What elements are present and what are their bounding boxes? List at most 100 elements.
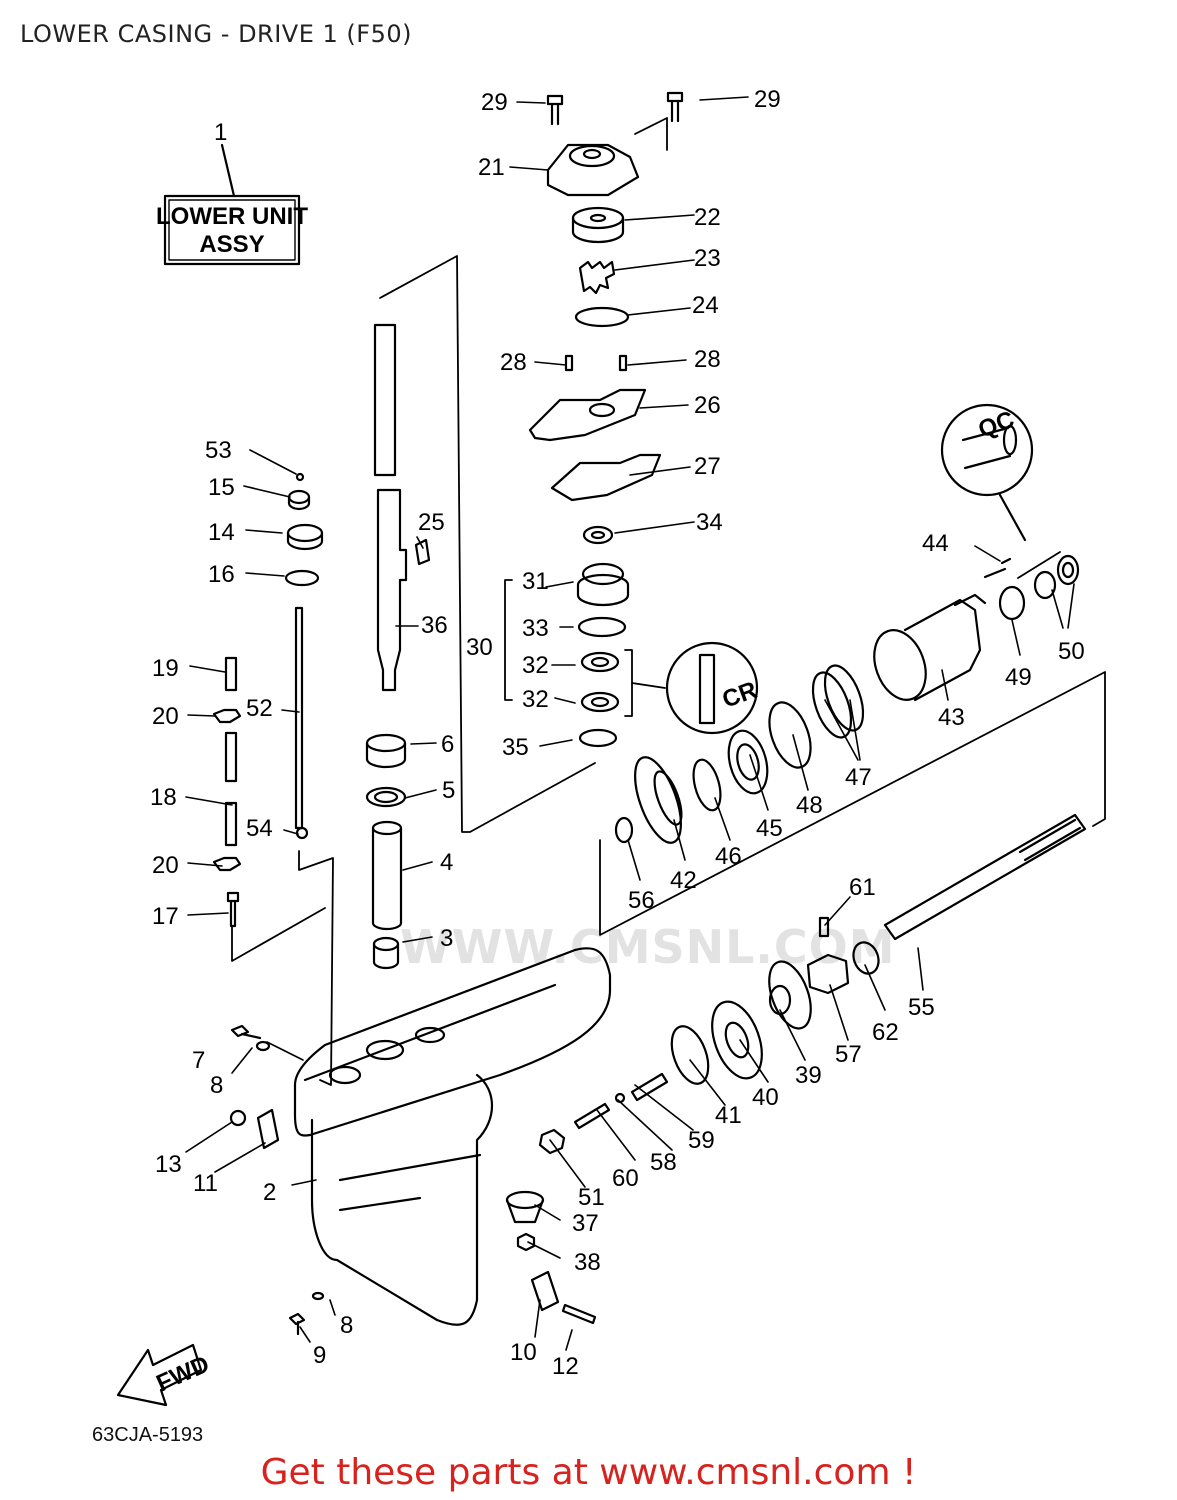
callout-p8b[interactable]: 8 — [340, 1312, 353, 1339]
callout-p18[interactable]: 18 — [150, 784, 177, 811]
callout-p19[interactable]: 19 — [152, 655, 179, 682]
bearing-45 — [727, 729, 769, 795]
bearing-40 — [711, 1000, 763, 1080]
gasket — [574, 306, 630, 328]
callout-p1[interactable]: 1 — [214, 119, 227, 146]
callout-p62[interactable]: 62 — [872, 1019, 899, 1046]
plate-gasket — [550, 453, 662, 502]
callout-p52[interactable]: 52 — [246, 695, 273, 722]
bracket-lines — [231, 117, 1106, 1086]
forward-gear-42 — [634, 756, 683, 844]
callout-p5[interactable]: 5 — [442, 777, 455, 804]
callout-p8a[interactable]: 8 — [210, 1072, 223, 1099]
shift-rod — [294, 606, 304, 830]
callout-p29a[interactable]: 29 — [481, 89, 508, 116]
callout-p39[interactable]: 39 — [795, 1062, 822, 1089]
callout-p17[interactable]: 17 — [152, 903, 179, 930]
callout-p30[interactable]: 30 — [466, 634, 493, 661]
callout-p2[interactable]: 2 — [263, 1179, 276, 1206]
lower-casing — [293, 947, 612, 1326]
callout-p35[interactable]: 35 — [502, 734, 529, 761]
callout-p32a[interactable]: 32 — [522, 652, 549, 679]
footer-link[interactable]: Get these parts at www.cmsnl.com ! — [260, 1452, 917, 1493]
callout-p38[interactable]: 38 — [574, 1249, 601, 1276]
o-ring-35 — [578, 728, 618, 748]
callout-p29b[interactable]: 29 — [754, 86, 781, 113]
callout-p22[interactable]: 22 — [694, 204, 721, 231]
trim-tab — [530, 1270, 597, 1325]
callout-p46[interactable]: 46 — [715, 843, 742, 870]
callout-p42[interactable]: 42 — [670, 867, 697, 894]
shim-56 — [614, 816, 634, 844]
callout-p43[interactable]: 43 — [938, 704, 965, 731]
bearing-49-and-seals-50 — [983, 554, 1080, 621]
callout-p11[interactable]: 11 — [193, 1170, 218, 1197]
callout-p53[interactable]: 53 — [205, 437, 232, 464]
insert-cartridge — [571, 206, 625, 244]
callout-p47[interactable]: 47 — [845, 764, 872, 791]
callout-p34[interactable]: 34 — [696, 509, 723, 536]
drive-shaft — [373, 323, 431, 692]
callout-p10[interactable]: 10 — [510, 1339, 537, 1366]
callout-p55[interactable]: 55 — [908, 994, 935, 1021]
callout-p36[interactable]: 36 — [421, 612, 448, 639]
watermark-text: WWW.CMSNL.COM — [400, 920, 896, 974]
callout-p7[interactable]: 7 — [192, 1047, 205, 1074]
callout-p15[interactable]: 15 — [208, 474, 235, 501]
callout-p60[interactable]: 60 — [612, 1165, 639, 1192]
callout-p58[interactable]: 58 — [650, 1149, 677, 1176]
callout-p32b[interactable]: 32 — [522, 686, 549, 713]
fwd-label: FWD — [152, 1351, 213, 1398]
callout-p28a[interactable]: 28 — [500, 349, 527, 376]
callout-p24[interactable]: 24 — [692, 292, 719, 319]
callout-p41[interactable]: 41 — [715, 1102, 742, 1129]
callout-p16[interactable]: 16 — [208, 561, 235, 588]
callout-p20a[interactable]: 20 — [152, 703, 179, 730]
callout-p27[interactable]: 27 — [694, 453, 721, 480]
callout-p37[interactable]: 37 — [572, 1210, 599, 1237]
callout-p12[interactable]: 12 — [552, 1353, 579, 1380]
callout-p50[interactable]: 50 — [1058, 638, 1085, 665]
dog-clutch-57 — [806, 953, 850, 995]
impeller — [578, 260, 616, 295]
callout-p4[interactable]: 4 — [440, 849, 453, 876]
callout-p9[interactable]: 9 — [313, 1342, 326, 1369]
callout-p49[interactable]: 49 — [1005, 664, 1032, 691]
callout-p40[interactable]: 40 — [752, 1084, 779, 1111]
assembly-box — [163, 143, 301, 266]
callout-p6[interactable]: 6 — [441, 731, 454, 758]
callout-p23[interactable]: 23 — [694, 245, 721, 272]
callout-p33[interactable]: 33 — [522, 615, 549, 642]
water-pump-housing-group — [546, 91, 684, 197]
callout-p44[interactable]: 44 — [922, 530, 949, 557]
o-rings-47 — [811, 664, 865, 739]
callout-p26[interactable]: 26 — [694, 392, 721, 419]
outer-plate — [528, 388, 647, 442]
callout-p3[interactable]: 3 — [440, 925, 453, 952]
callout-p25[interactable]: 25 — [418, 509, 445, 536]
oil-seal-housing — [576, 562, 630, 607]
callout-p14[interactable]: 14 — [208, 519, 235, 546]
callout-p54[interactable]: 54 — [246, 815, 273, 842]
propeller-shaft-55 — [883, 813, 1087, 941]
assembly-label-line1: LOWER UNIT — [156, 203, 308, 230]
callout-p56[interactable]: 56 — [628, 887, 655, 914]
callout-p13[interactable]: 13 — [155, 1151, 182, 1178]
callout-p45[interactable]: 45 — [756, 815, 783, 842]
inset-circle-cr — [665, 641, 759, 735]
callout-p57[interactable]: 57 — [835, 1041, 862, 1068]
page-title: LOWER CASING - DRIVE 1 (F50) — [20, 20, 412, 48]
callout-p61[interactable]: 61 — [849, 874, 876, 901]
callout-p31[interactable]: 31 — [522, 568, 549, 595]
callout-p20b[interactable]: 20 — [152, 852, 179, 879]
callout-p28b[interactable]: 28 — [694, 346, 721, 373]
shim-46 — [692, 758, 722, 812]
diagram-code: 63CJA-5193 — [92, 1424, 204, 1446]
clip-62 — [852, 941, 880, 975]
callout-p59[interactable]: 59 — [688, 1127, 715, 1154]
callout-p21[interactable]: 21 — [478, 154, 505, 181]
callout-p51[interactable]: 51 — [578, 1184, 605, 1211]
oil-seal-34 — [582, 525, 614, 545]
fwd-arrow-icon — [116, 1343, 203, 1407]
callout-p48[interactable]: 48 — [796, 792, 823, 819]
